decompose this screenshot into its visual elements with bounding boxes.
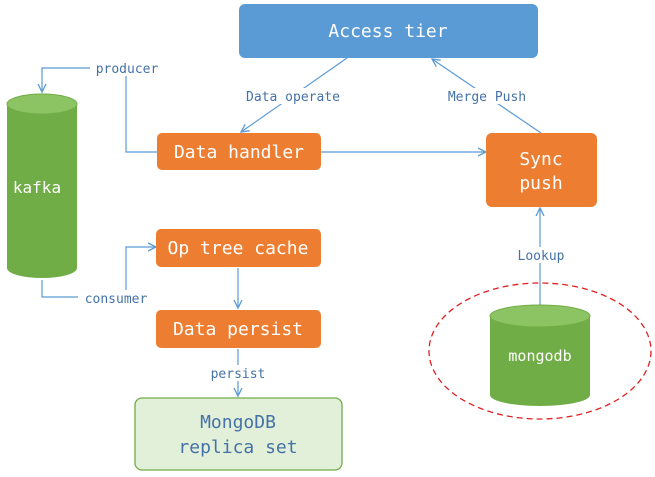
op-tree-cache-node: Op tree cache <box>156 229 321 267</box>
kafka-cylinder: kafka <box>6 93 78 278</box>
sync-push-label-line1: Sync <box>519 149 562 170</box>
replica-set-label-line1: MongoDB <box>200 412 276 433</box>
producer-label: producer <box>96 62 159 77</box>
lookup-label: Lookup <box>518 249 565 264</box>
persist-label: persist <box>211 367 266 382</box>
data-handler-node: Data handler <box>157 133 321 170</box>
mongodb-label: mongodb <box>508 347 571 365</box>
mongodb-cylinder: mongodb <box>489 304 591 406</box>
access-tier-node: Access tier <box>239 4 538 58</box>
mongodb-replica-set-node: MongoDB replica set <box>134 397 343 471</box>
sync-push-label-line2: push <box>519 173 562 194</box>
sync-push-node: Sync push <box>486 133 597 207</box>
mongodb-highlight-ring <box>428 282 652 420</box>
replica-set-label-line2: replica set <box>178 437 297 458</box>
data-persist-node: Data persist <box>156 310 321 348</box>
edge-labels: producer consumer Data operate Merge Pus… <box>78 60 570 382</box>
access-tier-label: Access tier <box>328 21 447 42</box>
merge-push-label: Merge Push <box>448 90 526 105</box>
kafka-label: kafka <box>13 178 61 197</box>
data-operate-label: Data operate <box>246 90 340 105</box>
data-persist-label: Data persist <box>173 319 303 340</box>
consumer-label: consumer <box>85 292 148 307</box>
op-tree-cache-label: Op tree cache <box>168 238 309 259</box>
data-handler-label: Data handler <box>174 142 304 163</box>
